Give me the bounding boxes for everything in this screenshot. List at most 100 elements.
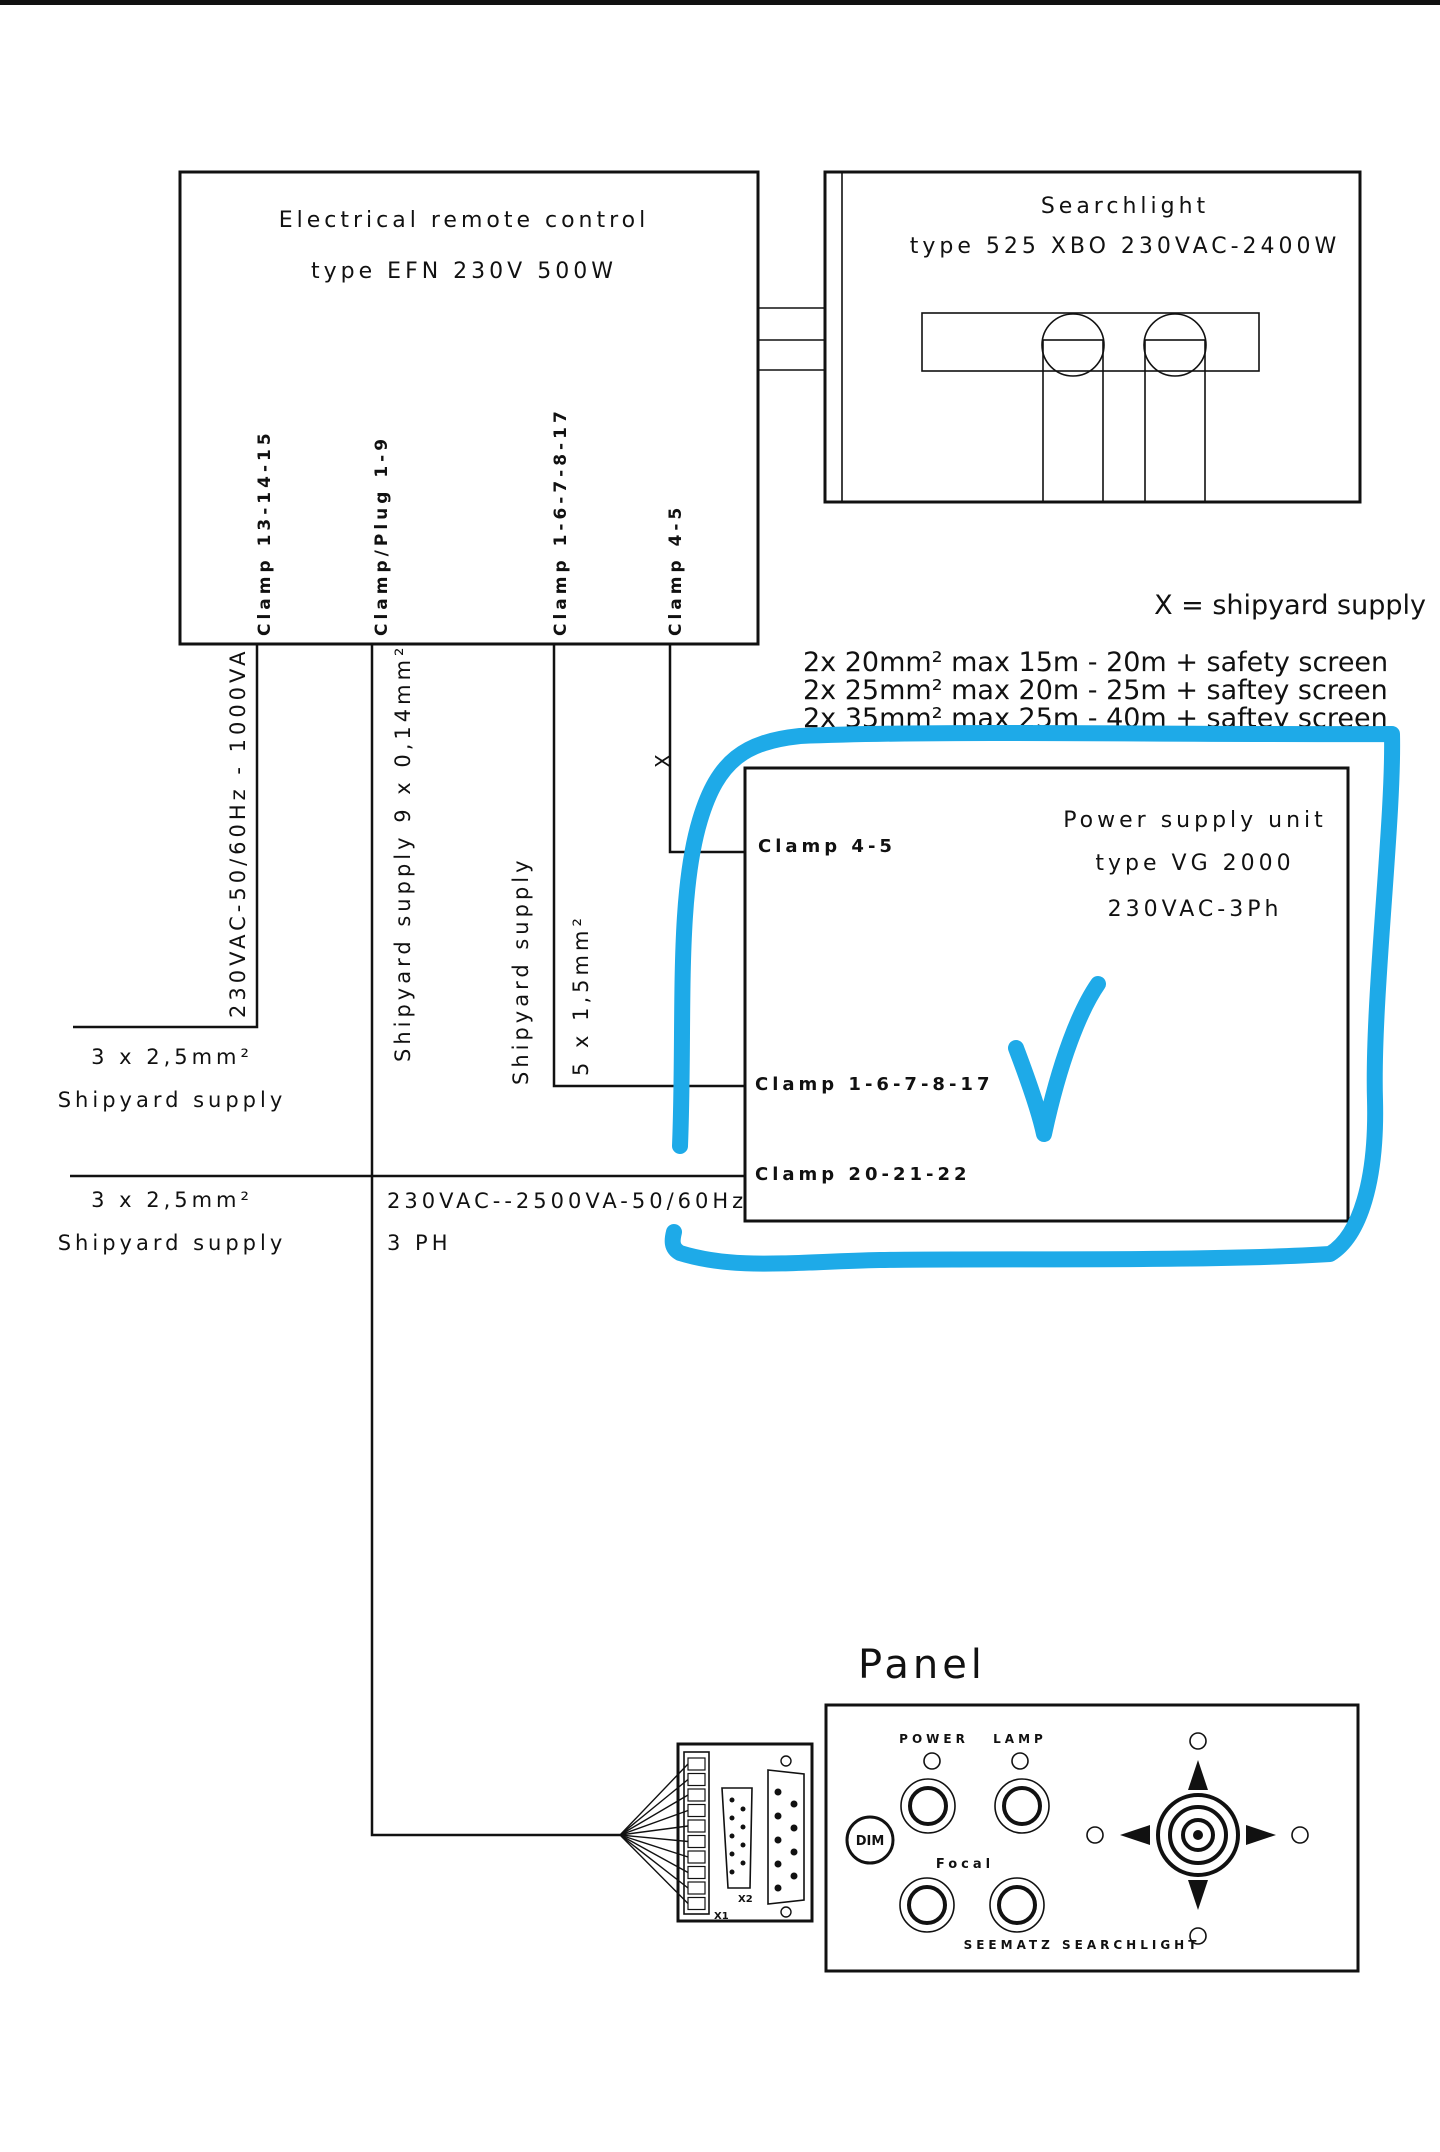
fanout-wire xyxy=(619,1834,689,1889)
searchlight-box xyxy=(823,170,1362,504)
db9-pin xyxy=(790,1800,798,1808)
terminal-slot xyxy=(687,1896,706,1911)
panel-box xyxy=(824,1703,1360,1973)
fanout-wire xyxy=(619,1825,689,1836)
focal-minus-button-icon xyxy=(899,1877,955,1933)
db9-pin xyxy=(729,1815,735,1821)
label-left2-size: 3 x 2,5mm² xyxy=(91,1188,253,1212)
db9-pin xyxy=(774,1884,782,1892)
db9-pin xyxy=(790,1848,798,1856)
panel-title: Panel xyxy=(858,1642,986,1688)
terminal-slot xyxy=(687,1803,706,1818)
remote-control-box xyxy=(178,170,760,646)
clamp-label-plug-1-9: Clamp/Plug 1-9 xyxy=(372,435,392,636)
remote-control-unit: Electrical remote control type EFN 230V … xyxy=(178,170,760,646)
x2-label: X2 xyxy=(738,1894,753,1905)
db9-pin xyxy=(774,1836,782,1844)
psu-clamp-4-5: Clamp 4-5 xyxy=(758,836,896,857)
lamp-label: LAMP xyxy=(993,1732,1047,1746)
remote-control-title: Electrical remote control xyxy=(279,208,650,233)
lamp-button-icon xyxy=(994,1778,1050,1834)
db9-pin xyxy=(740,1860,746,1866)
terminal-slot xyxy=(687,1850,706,1864)
db9-pin xyxy=(729,1869,735,1875)
control-panel: POWER LAMP DIM Focal SEEMATZ SEARCHLIGHT xyxy=(824,1703,1360,1973)
panel-connector-board: X2 X1 xyxy=(619,1742,814,1923)
label-230vac-1000va: 230VAC-50/60Hz - 1000VA xyxy=(226,648,250,1018)
lamp-indicator-icon xyxy=(1011,1752,1029,1770)
power-supply-box xyxy=(743,766,1350,1223)
fanout-wire xyxy=(619,1834,689,1858)
terminal-slot xyxy=(687,1788,706,1802)
db9-pin xyxy=(740,1842,746,1848)
db9-pin xyxy=(790,1872,798,1880)
focal-label: Focal xyxy=(936,1857,994,1872)
power-label: POWER xyxy=(899,1732,969,1746)
power-supply-type: type VG 2000 xyxy=(1095,851,1294,876)
db9-pin xyxy=(790,1824,798,1832)
terminal-slot xyxy=(687,1819,706,1833)
clamp-label-1-6-7-8-17: Clamp 1-6-7-8-17 xyxy=(551,407,571,636)
db9-pin xyxy=(740,1806,746,1812)
focal-plus-button-icon xyxy=(989,1877,1045,1933)
power-supply-voltage: 230VAC-3Ph xyxy=(1108,897,1283,922)
cable-spec-1: 2x 20mm² max 15m - 20m + safety screen xyxy=(803,647,1388,678)
remote-control-type: type EFN 230V 500W xyxy=(311,259,617,284)
lamp-bulb-right xyxy=(1143,313,1207,377)
fanout-wire xyxy=(619,1794,689,1836)
psu-clamp-1-6-7-8-17: Clamp 1-6-7-8-17 xyxy=(755,1074,993,1095)
terminal-slot xyxy=(687,1772,706,1787)
db9-connector-icon xyxy=(721,1787,753,1889)
db9-pin xyxy=(729,1797,735,1803)
terminal-slot xyxy=(687,1757,706,1771)
wire-clamp-13-14-15 xyxy=(73,644,259,1029)
joystick-icon xyxy=(1086,1732,1309,1945)
label-230vac-2500va: 230VAC--2500VA-50/60Hz xyxy=(387,1189,747,1213)
fanout-wire xyxy=(619,1834,689,1843)
db9-pin xyxy=(774,1860,782,1868)
terminal-slot xyxy=(687,1834,706,1849)
shipyard-supply-note: X = shipyard supply xyxy=(1154,590,1426,621)
lamp-bulb-left xyxy=(1041,313,1105,377)
highlight-outline xyxy=(664,724,1401,1272)
label-shipyard-5x-b: 5 x 1,5mm² xyxy=(569,914,593,1076)
power-indicator-icon xyxy=(923,1752,941,1770)
db9-pin xyxy=(729,1833,735,1839)
db9-pin xyxy=(774,1788,782,1796)
db9-connector-large-icon xyxy=(767,1755,805,1918)
x1-label: X1 xyxy=(714,1911,729,1922)
clamp-label-4-5: Clamp 4-5 xyxy=(666,504,686,636)
searchlight-title: Searchlight xyxy=(1041,194,1209,219)
label-shipyard-5x-a: Shipyard supply xyxy=(509,856,533,1085)
highlight-annotation xyxy=(664,724,1401,1272)
label-left2-supply: Shipyard supply xyxy=(58,1231,287,1255)
psu-clamp-20-21-22: Clamp 20-21-22 xyxy=(755,1164,971,1185)
searchlight-unit: Searchlight type 525 XBO 230VAC-2400W xyxy=(823,170,1362,504)
power-supply-unit: Power supply unit type VG 2000 230VAC-3P… xyxy=(743,766,1350,1223)
checkmark-icon xyxy=(1008,976,1106,1142)
connector-board xyxy=(676,1742,814,1923)
power-supply-title: Power supply unit xyxy=(1063,808,1327,833)
db9-pin xyxy=(740,1824,746,1830)
top-border xyxy=(0,0,1440,5)
db9-pin xyxy=(774,1812,782,1820)
fanout-wire xyxy=(619,1809,689,1836)
terminal-slot xyxy=(687,1865,706,1880)
cable-spec-2: 2x 25mm² max 20m - 25m + saftey screen xyxy=(803,675,1388,706)
mechanical-coupling xyxy=(758,307,825,371)
fanout-wire xyxy=(619,1763,689,1836)
terminal-block-x1 xyxy=(683,1751,710,1915)
power-button-icon xyxy=(900,1778,956,1834)
wire-clamp-4-5 xyxy=(668,644,745,854)
brand-label: SEEMATZ SEARCHLIGHT xyxy=(964,1938,1201,1952)
x-mark: X xyxy=(651,754,675,768)
fanout-wire xyxy=(619,1834,689,1904)
label-shipyard-9x: Shipyard supply 9 x 0,14mm² xyxy=(391,644,415,1062)
fanout-wire xyxy=(619,1834,689,1874)
dim-label: DIM xyxy=(856,1834,885,1849)
fanout-wire xyxy=(619,1778,689,1836)
label-3ph: 3 PH xyxy=(387,1231,452,1255)
wire-clamp-plug-1-9 xyxy=(370,644,620,1837)
label-left1-supply: Shipyard supply xyxy=(58,1088,287,1112)
